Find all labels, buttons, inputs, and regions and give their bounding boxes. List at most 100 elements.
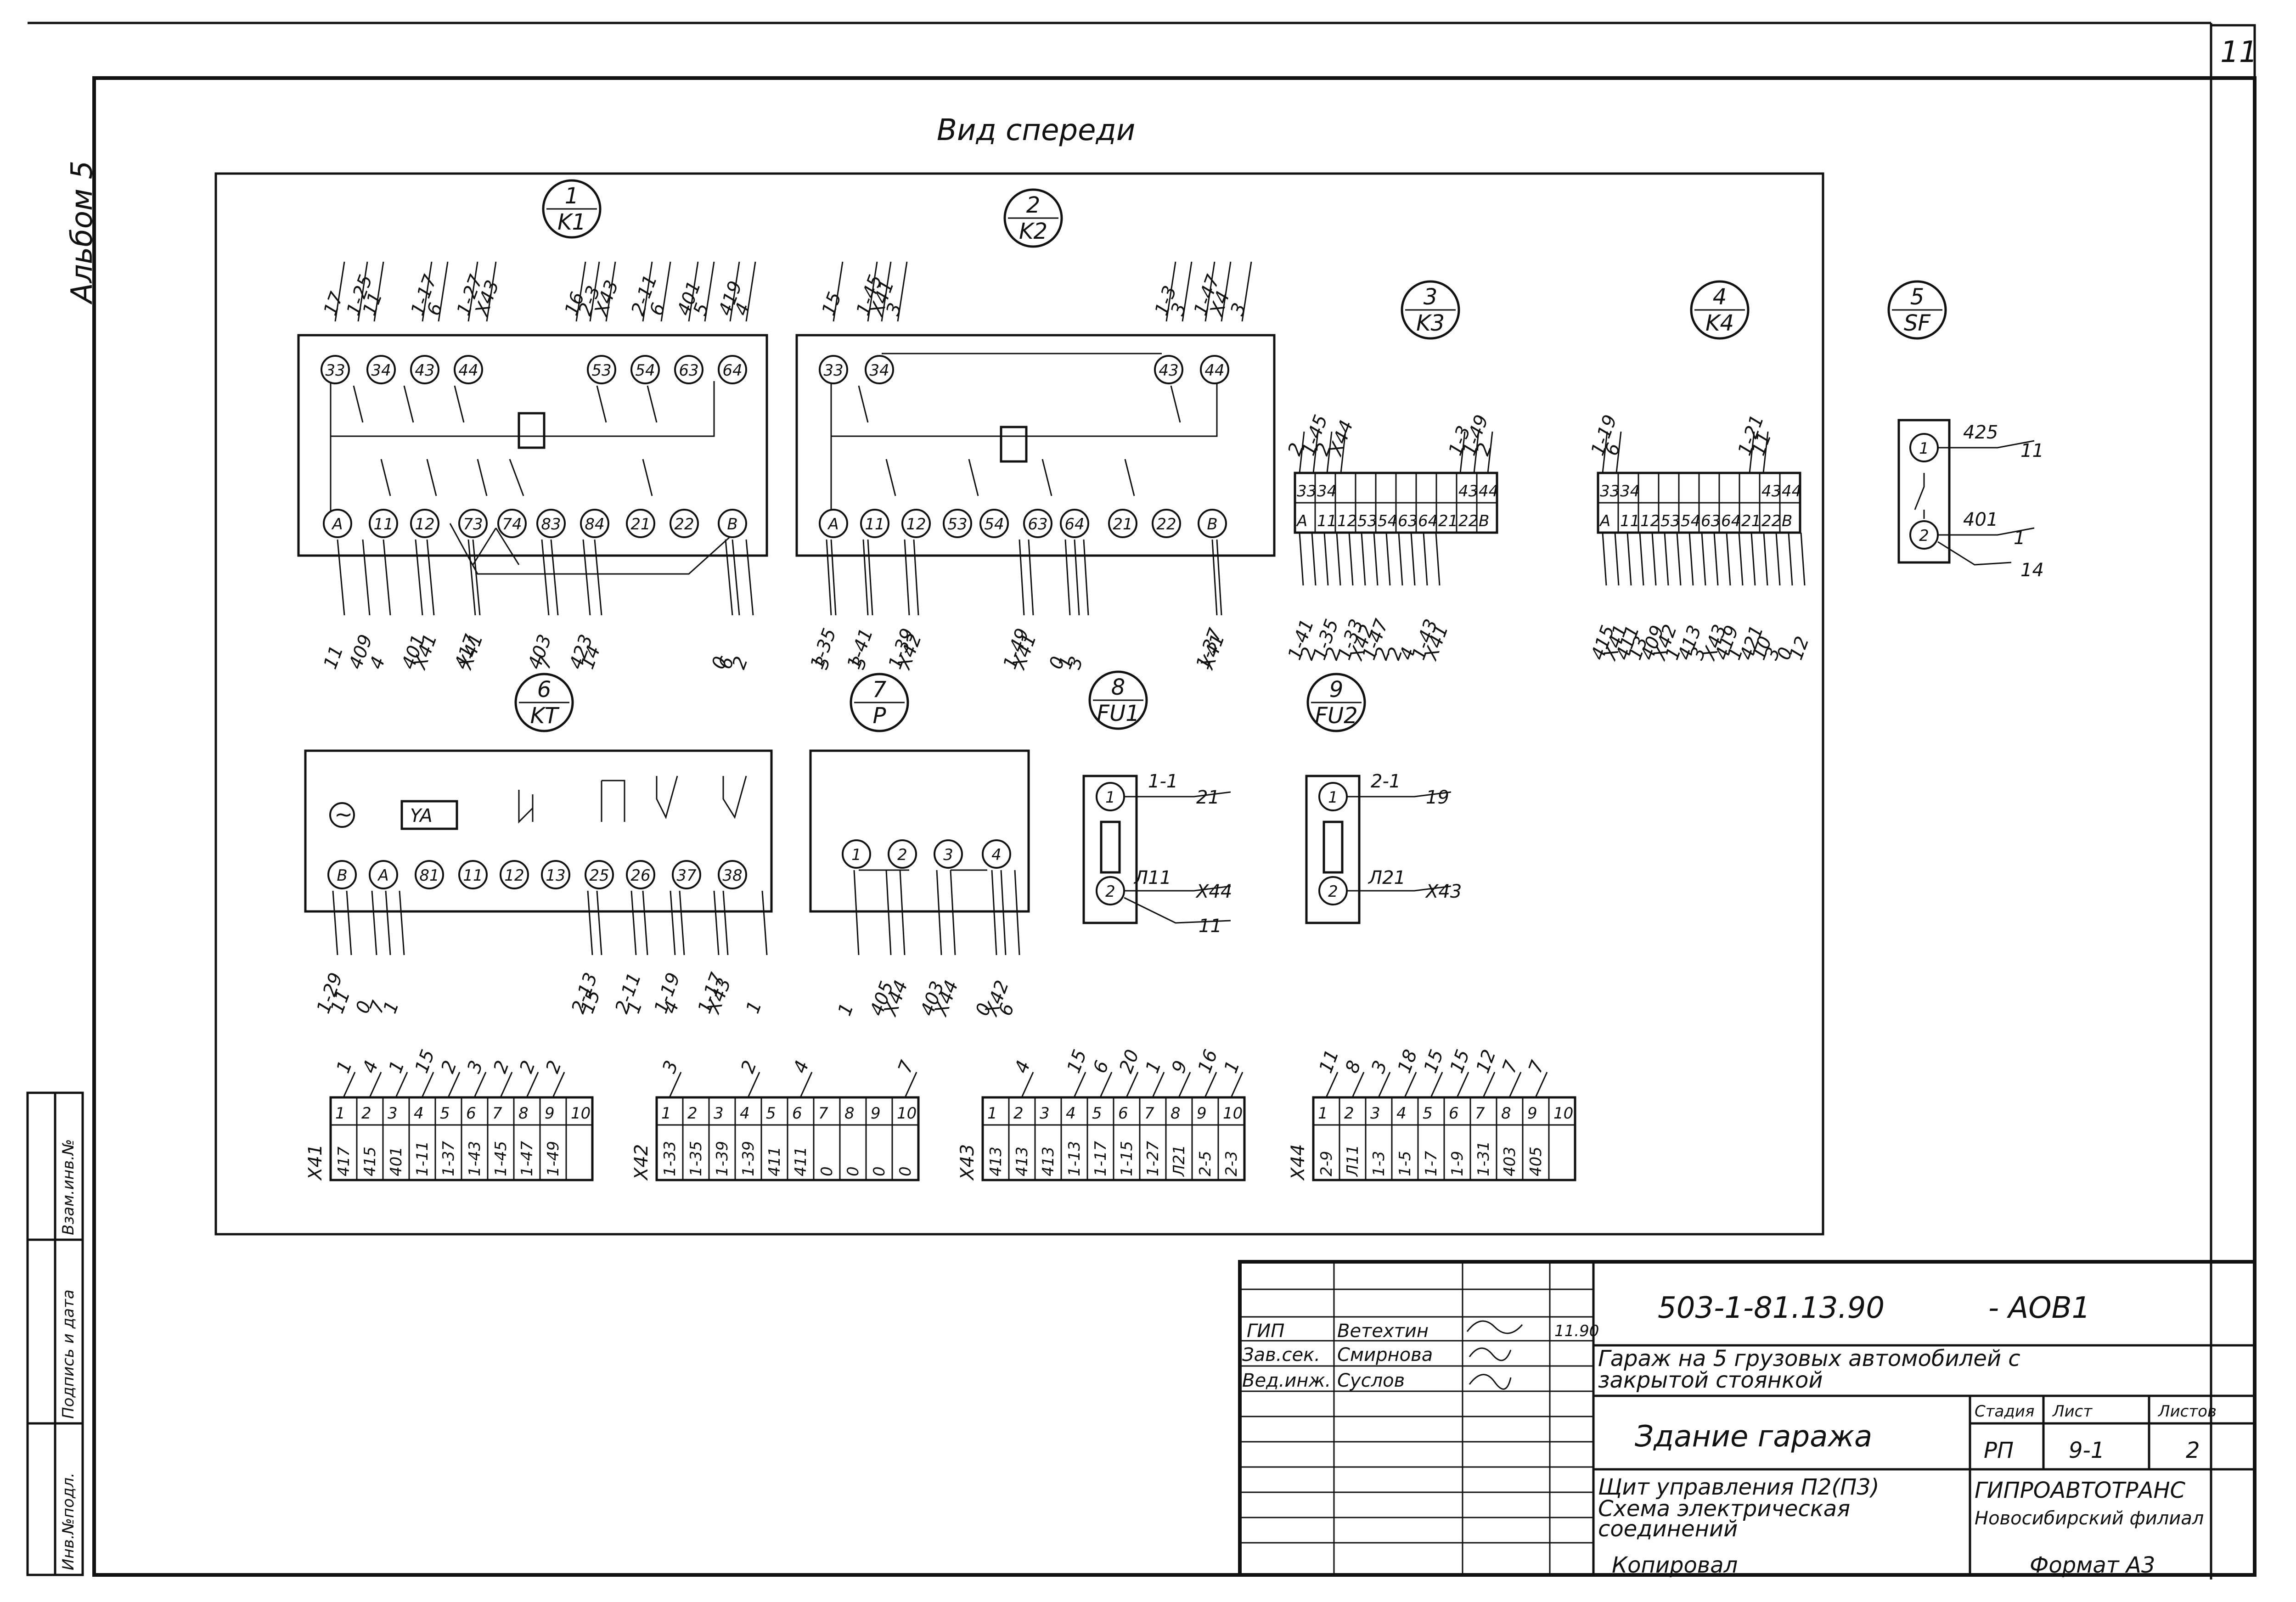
k4-bottom-cell: 63: [1701, 512, 1721, 530]
k4-top-wire-line: [1615, 431, 1622, 473]
terminal-jumper-line: [500, 1072, 513, 1098]
terminal-number: 5: [1092, 1104, 1102, 1123]
terminal-number: 4: [740, 1104, 750, 1123]
breaker-sf: 12: [1897, 419, 1951, 564]
terminal-top-wire: 3: [658, 1058, 682, 1076]
k3-bottom-wire-line: [1311, 532, 1317, 586]
k4-top-cell: 44: [1782, 482, 1801, 500]
k1-bottom-terminal-circle: [458, 509, 488, 538]
k4-bottom-wire-line: [1664, 532, 1669, 586]
terminal-number: 1: [335, 1104, 345, 1123]
p-wire-line: [950, 870, 956, 956]
k1-top-wire-line: [422, 261, 433, 322]
terminal-number: 6: [466, 1104, 476, 1123]
terminal-wire: 1-15: [1118, 1141, 1136, 1176]
k1-bottom-terminal: 21: [630, 515, 650, 534]
device-code-3: K3: [1416, 310, 1445, 336]
k3-bottom-wire-line: [1336, 532, 1341, 586]
k1-top-terminal-circle: [321, 355, 350, 384]
k1-bottom-terminal-circle: [670, 509, 699, 538]
k2-top-wire-line: [1182, 261, 1193, 322]
terminal-wire: 413: [987, 1147, 1005, 1176]
terminal-wire: 1-7: [1422, 1151, 1441, 1176]
terminal-jumper-line: [669, 1072, 682, 1098]
k2-bottom-wire-line: [830, 539, 837, 616]
k1-top-wire-line: [589, 261, 600, 322]
device-code-6: KT: [530, 703, 560, 729]
sign-date: 11.90: [1554, 1322, 1599, 1340]
k4-bottom-wire-line: [1726, 532, 1731, 586]
fu2-wire-lines: [1347, 791, 1452, 798]
kt-terminal: A: [377, 866, 388, 885]
terminal-block-name: X44: [1288, 1144, 1309, 1181]
page-number: 11: [2220, 35, 2257, 69]
terminal-top-wire: 11: [1315, 1047, 1343, 1076]
p-wire-line: [885, 870, 892, 956]
device-num-1: 1: [565, 183, 579, 209]
k2-bottom-terminal-circle: [1198, 509, 1227, 538]
device-code-9: FU2: [1315, 703, 1357, 729]
k1-top-wire-line: [373, 261, 384, 322]
terminal-number: 8: [1171, 1104, 1181, 1123]
k3-top-wire-line: [1312, 431, 1319, 473]
k3-bottom-cell: 54: [1378, 512, 1397, 530]
k2-bottom-terminal: 12: [906, 515, 926, 534]
k1-top-wire-line: [729, 261, 740, 322]
p-terminal-circle: [982, 839, 1011, 869]
terminal-jumper-line: [1456, 1072, 1469, 1098]
fu1-wire-label: Л11: [1133, 867, 1171, 888]
terminal-top-wire: 2: [516, 1058, 540, 1076]
device-code-1: K1: [557, 209, 586, 235]
sheet-header: Лист: [2052, 1402, 2093, 1421]
k4-bottom-cell: A: [1599, 512, 1610, 530]
k1-top-wire-line: [605, 261, 616, 322]
terminal-number: 3: [1040, 1104, 1050, 1123]
device-num-4: 4: [1713, 284, 1727, 310]
terminal-block-name: X42: [631, 1144, 652, 1181]
terminal-number: 6: [1449, 1104, 1459, 1123]
k4-top-wire-line: [1602, 431, 1608, 473]
signatures: [1466, 1320, 1523, 1390]
device-code-8: FU1: [1097, 701, 1139, 726]
sheets-header: Листов: [2157, 1402, 2217, 1421]
k3-bottom-wire-line: [1361, 532, 1366, 586]
fu2-wire-label: X43: [1425, 881, 1462, 902]
k4-top-wire-line: [1762, 431, 1769, 473]
k2-bottom-wire-line: [1083, 539, 1089, 616]
k1-bottom-terminal: B: [727, 515, 737, 534]
k1-bottom-terminal: 83: [541, 515, 561, 534]
k1-bottom-wire-line: [426, 539, 435, 616]
terminal-number: 9: [871, 1104, 881, 1123]
terminal-wire: 2-9: [1317, 1151, 1336, 1176]
sheet-value: 9-1: [2069, 1438, 2105, 1463]
device-bubble-4: [1690, 280, 1750, 340]
sf-wire-label: 401: [1963, 509, 1998, 530]
k1-bottom-terminal-circle: [497, 509, 527, 538]
left-margin: Альбом 5 Инв.№подл. Подпись и дата Взам.…: [26, 161, 99, 1576]
fu2-wire-label: 19: [1426, 787, 1449, 808]
k3-bottom-cell: 22: [1458, 512, 1478, 530]
terminal-number: 10: [1223, 1104, 1243, 1123]
k1-bottom-wire-label: 11: [320, 643, 348, 672]
k1-bottom-wire-label: X41: [455, 631, 487, 673]
k4-bottom-cell: B: [1782, 512, 1792, 530]
k4-bottom-wire-line: [1602, 532, 1607, 586]
terminal-wire: 1-9: [1448, 1151, 1467, 1176]
terminal-top-wire: 12: [1472, 1047, 1500, 1076]
terminal-jumper-line: [1152, 1072, 1165, 1098]
terminal-jumper-line: [395, 1072, 408, 1098]
k2-top-wire-line: [1221, 261, 1232, 322]
fu1-terminal: 1: [1105, 788, 1115, 807]
k2-bottom-wire-line: [862, 539, 869, 616]
terminal-number: 5: [440, 1104, 450, 1123]
k4-bottom-cell: 12: [1640, 512, 1660, 530]
device-bubble-7: [850, 673, 909, 732]
kt-terminal-circle: [458, 860, 488, 889]
k2-bottom-wire-line: [1019, 539, 1025, 616]
kt-wire-line: [713, 890, 720, 956]
fu2-terminal: 2: [1328, 883, 1338, 901]
p-wire-line: [1000, 870, 1007, 956]
device-code-4: K4: [1705, 310, 1734, 336]
k2-bottom-terminal-circle: [943, 509, 972, 538]
terminal-top-wire: 7: [1498, 1057, 1522, 1076]
